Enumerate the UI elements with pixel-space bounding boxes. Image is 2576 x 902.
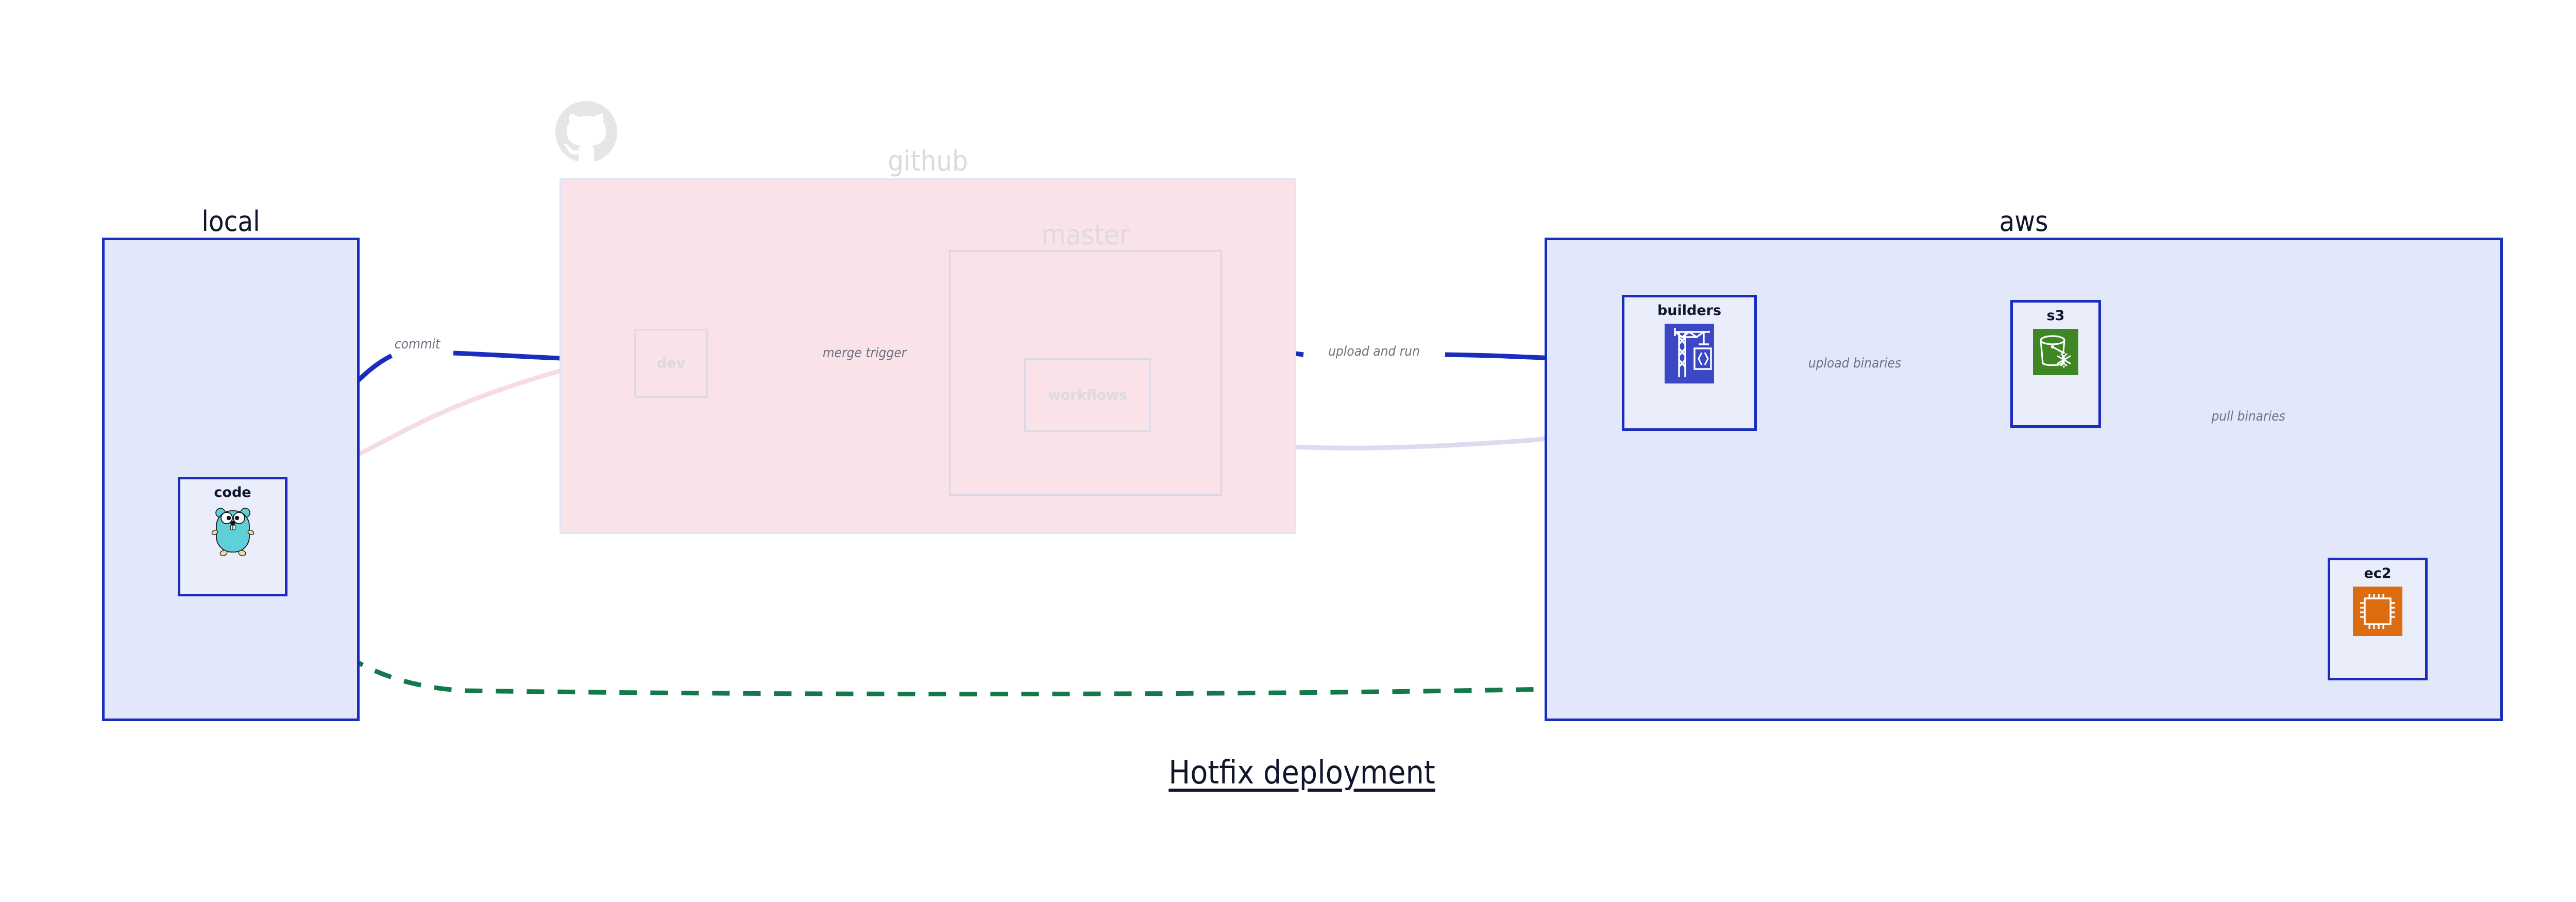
cluster-master: master bbox=[949, 219, 1222, 496]
node-workflows-label: workflows bbox=[1047, 387, 1128, 403]
edge-label-merge-trigger: merge trigger bbox=[822, 345, 907, 361]
cluster-github-label: github bbox=[888, 145, 968, 177]
node-s3[interactable]: s3 bbox=[2010, 300, 2101, 428]
edge-label-upload-binaries: upload binaries bbox=[1808, 356, 1902, 371]
node-dev[interactable]: dev bbox=[634, 329, 708, 398]
aws-builders-icon bbox=[1665, 324, 1714, 386]
cluster-aws-label: aws bbox=[1999, 205, 2048, 238]
node-ec2[interactable]: ec2 bbox=[2328, 558, 2428, 680]
edge-label-pull-binaries: pull binaries bbox=[2211, 409, 2285, 424]
node-builders[interactable]: builders bbox=[1622, 295, 1757, 431]
node-dev-label: dev bbox=[656, 355, 686, 372]
cluster-github: github bbox=[560, 145, 1296, 534]
page-title: Hotfix deployment bbox=[1168, 754, 1435, 791]
aws-s3-bucket-icon bbox=[2033, 329, 2078, 377]
node-s3-label: s3 bbox=[2046, 308, 2065, 324]
node-code[interactable]: code bbox=[178, 477, 287, 596]
go-gopher-icon bbox=[211, 506, 255, 559]
cluster-local-label: local bbox=[201, 205, 260, 238]
node-workflows[interactable]: workflows bbox=[1024, 358, 1151, 432]
edge-label-upload-and-run: upload and run bbox=[1328, 344, 1420, 359]
cluster-master-label: master bbox=[1041, 219, 1130, 251]
node-builders-label: builders bbox=[1657, 303, 1722, 319]
aws-ec2-chip-icon bbox=[2353, 587, 2402, 638]
github-octocat-icon bbox=[555, 101, 617, 163]
node-code-label: code bbox=[214, 485, 251, 500]
edge-label-commit: commit bbox=[394, 337, 440, 352]
node-ec2-label: ec2 bbox=[2364, 565, 2392, 581]
